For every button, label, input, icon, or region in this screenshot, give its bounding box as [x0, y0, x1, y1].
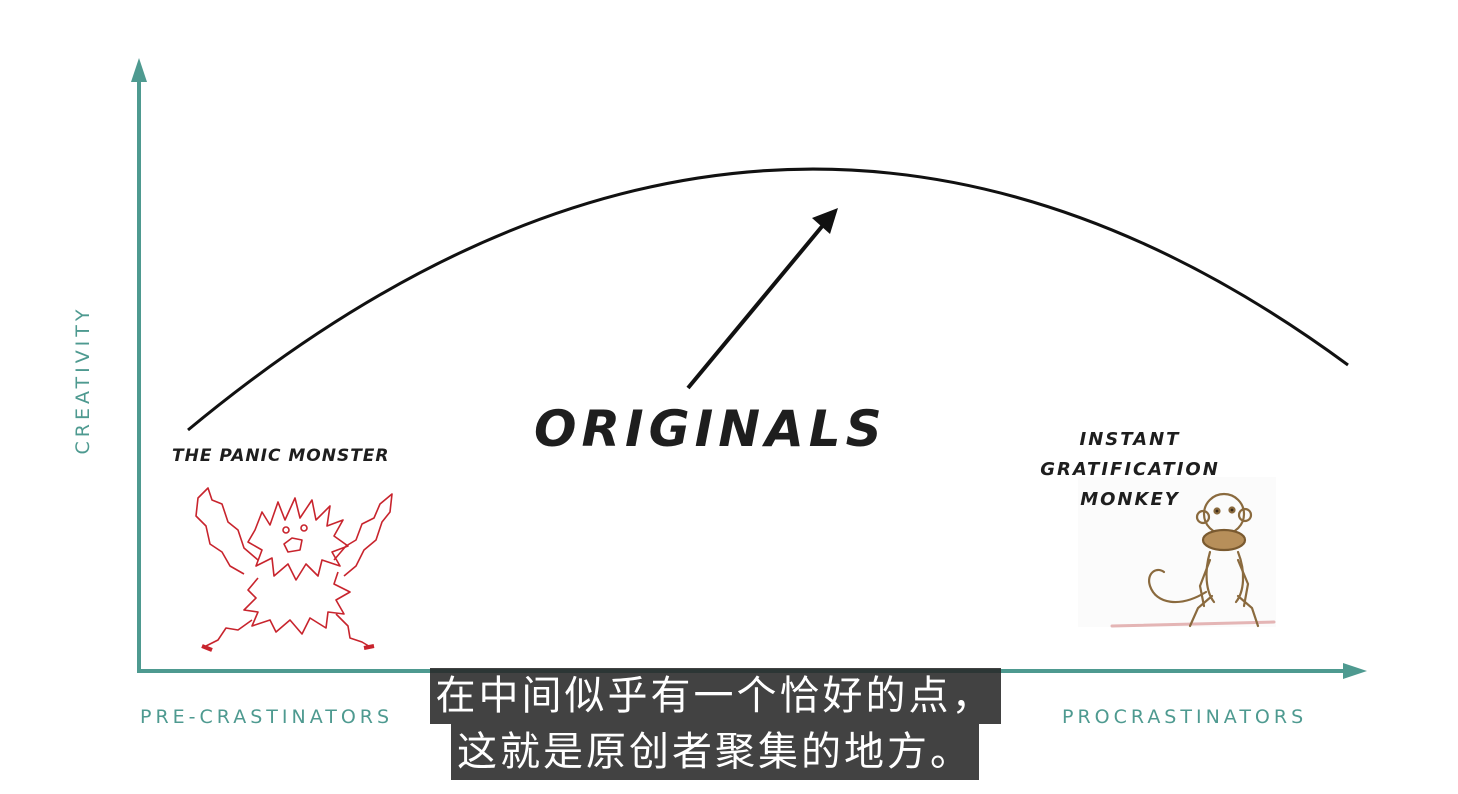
monkey-icon [1078, 477, 1276, 628]
y-axis-label: CREATIVITY [72, 305, 94, 455]
x-axis-arrowhead [1343, 663, 1367, 679]
subtitle-line-1: 在中间似乎有一个恰好的点， [429, 668, 1001, 724]
y-axis-arrowhead [131, 58, 147, 82]
monkey-label: INSTANT GRATIFICATION MONKEY [1020, 425, 1240, 515]
subtitle-line-2: 这就是原创者聚集的地方。 [451, 724, 979, 780]
originals-label: ORIGINALS [534, 400, 887, 458]
monkey-label-line: INSTANT [1079, 429, 1181, 450]
originals-arrow [686, 222, 826, 390]
monkey-label-line: GRATIFICATION [1040, 459, 1220, 480]
panic-monster-icon [195, 487, 393, 652]
panic-monster-label: THE PANIC MONSTER [172, 446, 390, 466]
monkey-label-line: MONKEY [1080, 489, 1180, 510]
subtitle: 在中间似乎有一个恰好的点， 这就是原创者聚集的地方。 [345, 668, 1085, 780]
x-axis-label-left: PRE-CRASTINATORS [140, 706, 394, 728]
originals-arrowhead [812, 208, 838, 234]
creativity-curve [187, 167, 1349, 432]
x-axis-label-right: PROCRASTINATORS [1062, 706, 1308, 728]
